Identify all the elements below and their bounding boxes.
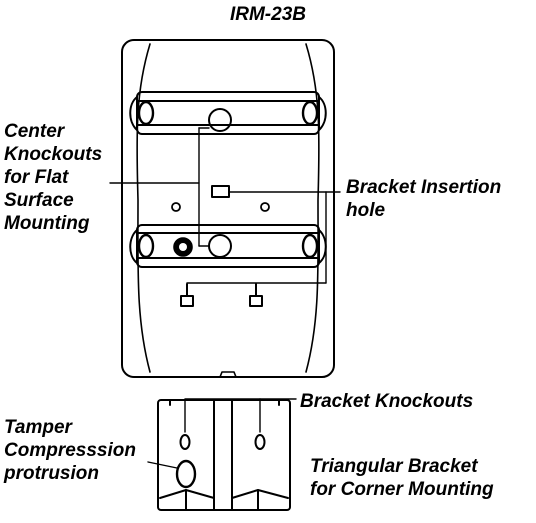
diagram-title: IRM-23B	[229, 4, 306, 25]
triangular-bracket-label: Triangular Bracket for Corner Mounting	[310, 456, 494, 500]
screw-hole-right	[260, 202, 270, 212]
bracket-insertion-hole	[211, 185, 230, 198]
leader-lines	[109, 127, 341, 469]
tamper-protrusion-label: Tamper Compresssion protrusion	[4, 417, 136, 484]
bracket-insertion-hole-label: Bracket Insertion hole	[346, 177, 502, 221]
center-knockouts-label: Center Knockouts for Flat Surface Mounti…	[4, 121, 103, 234]
lower-bracket-tabs	[180, 283, 263, 307]
bracket-knockouts-label: Bracket Knockouts	[300, 391, 474, 412]
lower-slot-group	[129, 224, 327, 268]
back-plate	[121, 39, 335, 378]
triangular-bracket	[157, 399, 291, 511]
upper-slot-group	[129, 91, 327, 135]
screw-hole-left	[171, 202, 181, 212]
